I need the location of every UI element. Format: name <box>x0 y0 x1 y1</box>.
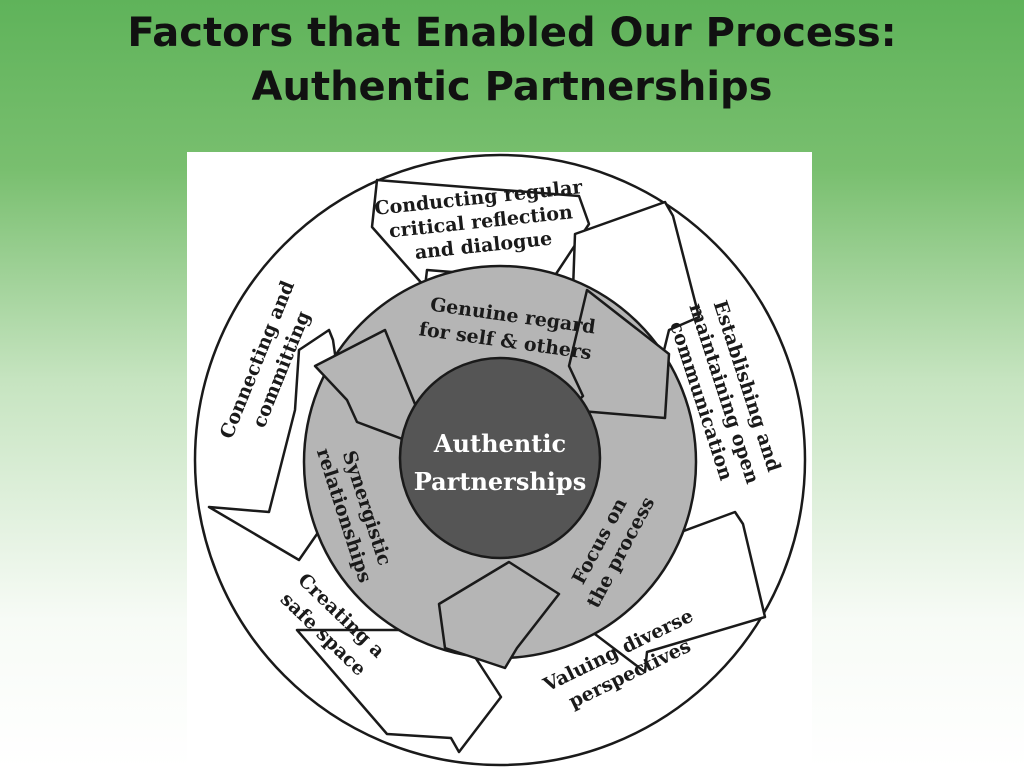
inner-arrow-focus <box>437 560 561 670</box>
diagram-canvas: Authentic Partnerships Genuine regard fo… <box>193 153 807 767</box>
center-circle <box>398 356 602 560</box>
center-label-line-1: Authentic <box>433 429 566 458</box>
slide-title: Factors that Enabled Our Process: Authen… <box>0 6 1024 114</box>
slide-title-line-2: Authentic Partnerships <box>251 64 773 110</box>
center-label-line-2: Partnerships <box>414 467 586 496</box>
authentic-partnerships-diagram: Authentic Partnerships Genuine regard fo… <box>187 152 812 768</box>
inner-arrow-genuine-regard <box>567 288 671 420</box>
slide-title-line-1: Factors that Enabled Our Process: <box>127 10 897 56</box>
